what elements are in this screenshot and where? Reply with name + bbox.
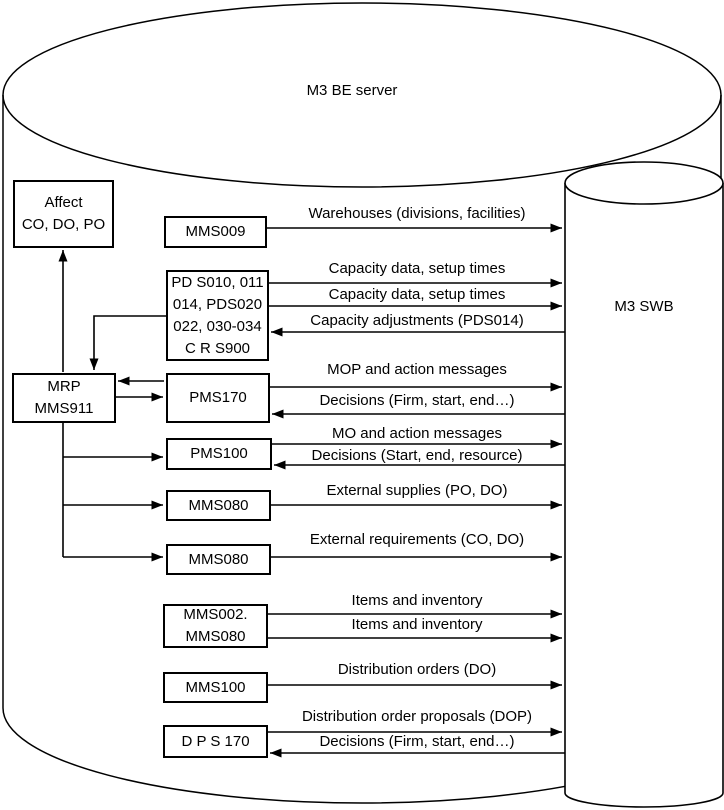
label-items-inventory-2: Items and inventory bbox=[351, 616, 483, 633]
box-mms002-line2: MMS080 bbox=[185, 628, 246, 645]
box-dps170-label: D P S 170 bbox=[181, 732, 250, 750]
box-mms002-line1: MMS002. bbox=[183, 606, 248, 623]
label-dop: Distribution order proposals (DOP) bbox=[301, 708, 533, 725]
box-pms100-label: PMS100 bbox=[190, 445, 248, 462]
box-pms170: PMS170 bbox=[166, 373, 270, 423]
label-decisions-firm-2: Decisions (Firm, start, end…) bbox=[319, 733, 515, 750]
box-pds-line1: PD S010, 011 bbox=[171, 273, 264, 291]
swb-cylinder-body bbox=[564, 183, 724, 808]
box-pms170-label: PMS170 bbox=[189, 389, 247, 406]
label-capacity-data-1: Capacity data, setup times bbox=[328, 260, 506, 277]
box-dps170: D P S 170 bbox=[163, 725, 268, 758]
box-pms100: PMS100 bbox=[166, 438, 272, 470]
box-pds-line2: 014, PDS020 bbox=[172, 295, 263, 313]
box-pds-line3: 022, 030-034 bbox=[173, 317, 262, 335]
label-capacity-adjustments: Capacity adjustments (PDS014) bbox=[310, 312, 524, 329]
label-items-inventory-1: Items and inventory bbox=[351, 592, 483, 609]
box-pds-line4: C R S900 bbox=[184, 339, 251, 357]
label-decisions-firm-1: Decisions (Firm, start, end…) bbox=[319, 392, 515, 409]
label-external-requirements: External requirements (CO, DO) bbox=[309, 531, 525, 548]
box-mms080-requirements-label: MMS080 bbox=[188, 550, 249, 568]
swb-cylinder-label: M3 SWB bbox=[614, 298, 674, 315]
label-mo-messages: MO and action messages bbox=[331, 425, 503, 442]
label-capacity-data-2: Capacity data, setup times bbox=[328, 286, 506, 303]
box-affect-line1: Affect bbox=[44, 194, 83, 211]
box-mms080-requirements: MMS080 bbox=[166, 544, 271, 575]
box-affect-line2: CO, DO, PO bbox=[21, 216, 106, 233]
box-mrp-line2: MMS911 bbox=[34, 400, 94, 417]
box-mms002: MMS002. MMS080 bbox=[163, 604, 268, 648]
box-pds: PD S010, 011 014, PDS020 022, 030-034 C … bbox=[166, 270, 269, 361]
box-mms009-label: MMS009 bbox=[185, 223, 246, 240]
box-mms080-supplies-label: MMS080 bbox=[188, 496, 249, 514]
label-warehouses: Warehouses (divisions, facilities) bbox=[308, 205, 526, 222]
box-mms009: MMS009 bbox=[164, 216, 267, 248]
outer-cylinder-label: M3 BE server bbox=[306, 82, 398, 99]
box-mrp: MRP MMS911 bbox=[12, 373, 116, 423]
box-mms100: MMS100 bbox=[163, 672, 268, 703]
swb-cylinder-top-ellipse bbox=[564, 161, 724, 205]
label-distribution-orders: Distribution orders (DO) bbox=[337, 661, 497, 678]
label-decisions-start: Decisions (Start, end, resource) bbox=[311, 447, 523, 464]
swb-cylinder bbox=[564, 161, 724, 808]
box-mrp-line1: MRP bbox=[47, 378, 81, 395]
connector-pds-to-mrp bbox=[89, 315, 166, 370]
box-mms080-supplies: MMS080 bbox=[166, 490, 271, 521]
box-mms100-label: MMS100 bbox=[185, 678, 246, 696]
label-external-supplies: External supplies (PO, DO) bbox=[326, 482, 508, 499]
box-affect: Affect CO, DO, PO bbox=[13, 180, 114, 248]
label-mop-messages: MOP and action messages bbox=[327, 361, 507, 378]
